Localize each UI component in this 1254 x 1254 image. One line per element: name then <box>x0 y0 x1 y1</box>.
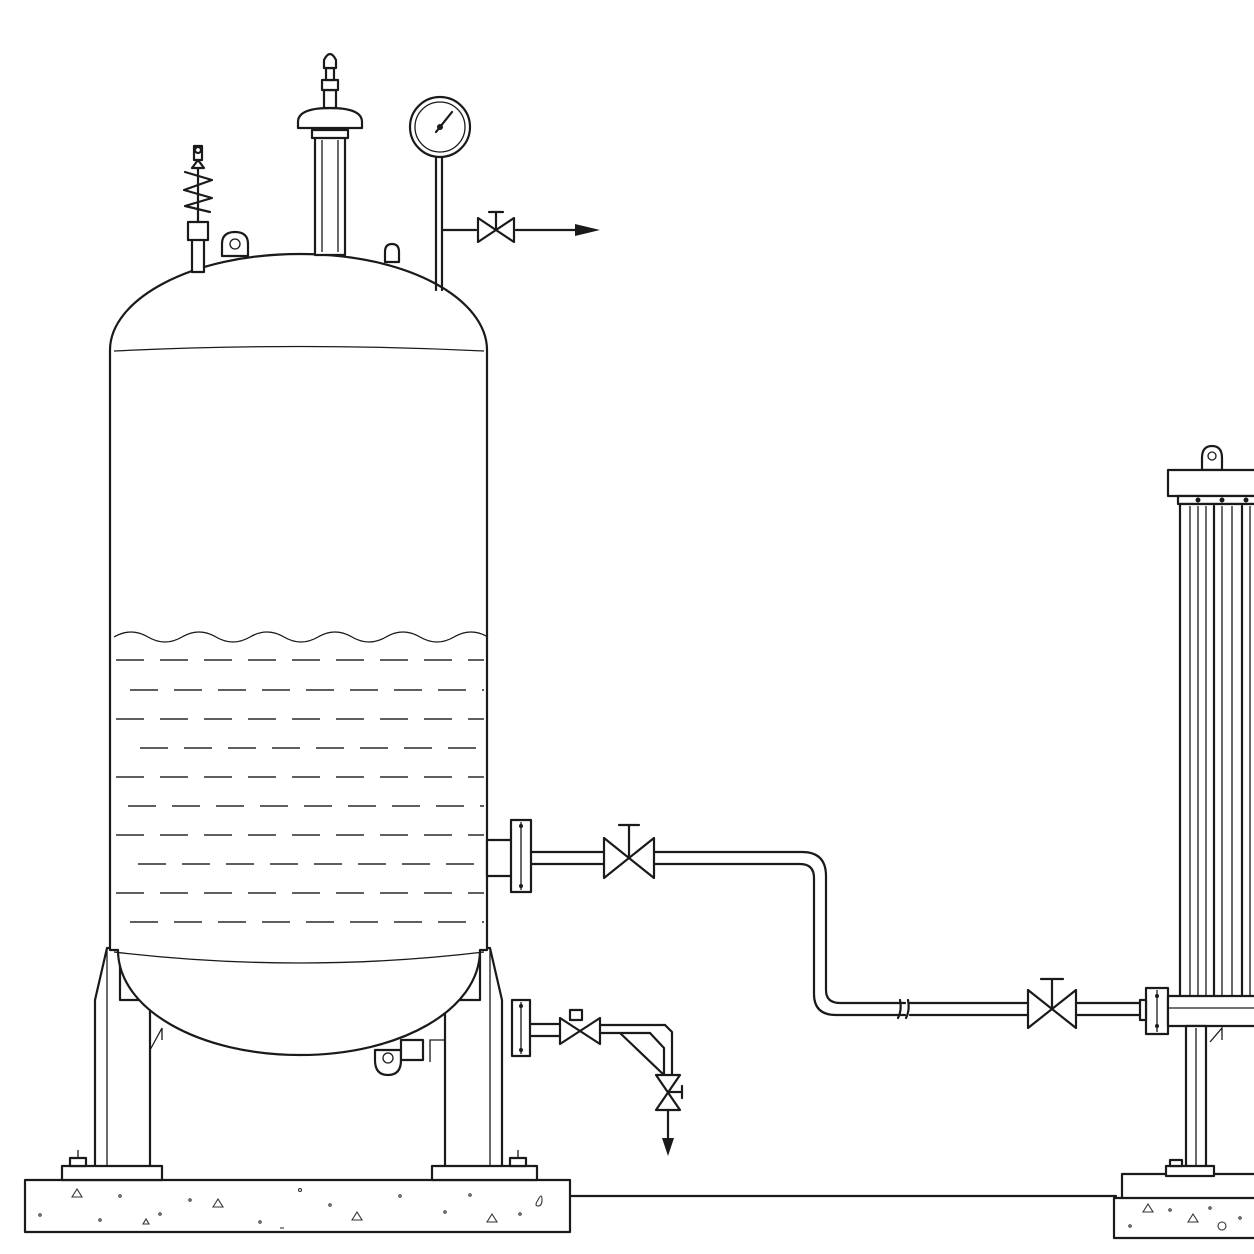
vent-line <box>440 224 600 236</box>
concrete-foundation <box>23 1178 572 1234</box>
drain-nozzle <box>510 998 562 1058</box>
vessel-leg-left <box>60 946 164 1182</box>
filter-inlet-flange <box>1138 986 1170 1036</box>
transfer-pipe <box>529 850 1148 1020</box>
pressure-vessel <box>108 252 489 1077</box>
safety-valve-icon <box>182 144 214 274</box>
drain-valve-icon <box>558 1008 674 1077</box>
outlet-gate-valve-icon <box>602 823 656 880</box>
small-nozzle-top <box>383 242 401 264</box>
liquid-level-lines <box>116 659 484 923</box>
drain-lower-valve-icon <box>654 1073 684 1156</box>
lifting-lug-left <box>220 230 250 258</box>
filter-foundation <box>1112 1172 1254 1240</box>
pressure-gauge-icon <box>408 95 472 292</box>
liquid-surface <box>113 631 489 643</box>
inlet-gate-valve-icon <box>1026 977 1078 1030</box>
outlet-nozzle <box>485 818 533 894</box>
level-gauge-column <box>296 52 364 257</box>
filter-housing <box>1164 444 1254 1178</box>
vent-valve-icon <box>476 210 516 244</box>
